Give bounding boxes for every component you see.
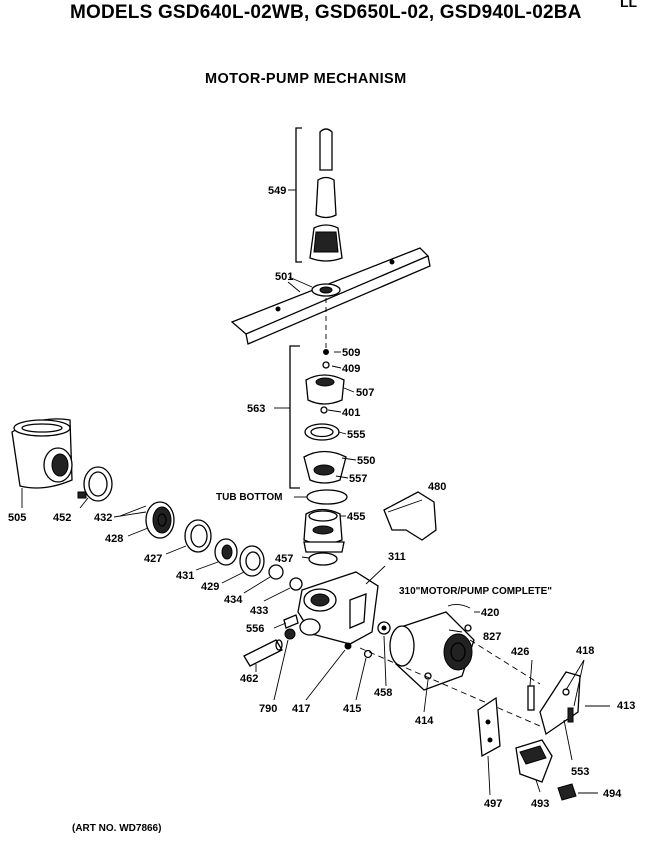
bracket-497-part[interactable] bbox=[477, 696, 501, 758]
part-509-screw bbox=[323, 349, 329, 355]
pump-housing-assembly[interactable] bbox=[274, 345, 347, 489]
spray-tower-part[interactable] bbox=[288, 127, 343, 263]
label-507: 507 bbox=[356, 387, 374, 399]
diagram-subtitle: MOTOR-PUMP MECHANISM bbox=[205, 71, 407, 87]
part-494[interactable] bbox=[557, 783, 577, 801]
label-420: 420 bbox=[481, 607, 499, 619]
pump-housing-311-part[interactable] bbox=[297, 565, 386, 645]
models-title: MODELS GSD640L-02WB, GSD650L-02, GSD940L… bbox=[70, 2, 582, 23]
label-431: 431 bbox=[176, 570, 194, 582]
label-409: 409 bbox=[342, 363, 360, 375]
label-480: 480 bbox=[428, 481, 446, 493]
label-557: 557 bbox=[349, 473, 367, 485]
part-415[interactable] bbox=[363, 649, 373, 659]
label-434: 434 bbox=[224, 594, 243, 606]
part-507-hub bbox=[305, 374, 345, 405]
part-409-washer bbox=[322, 361, 330, 369]
label-563: 563 bbox=[247, 403, 265, 415]
corner-code: LL bbox=[620, 0, 638, 10]
label-497: 497 bbox=[484, 798, 502, 810]
motor-pump-complete-label: 310"MOTOR/PUMP COMPLETE" bbox=[399, 586, 552, 597]
label-415: 415 bbox=[343, 703, 361, 715]
hose-462-part[interactable] bbox=[243, 639, 283, 667]
motor-310-part[interactable] bbox=[389, 611, 475, 691]
label-426: 426 bbox=[511, 646, 529, 658]
label-505: 505 bbox=[8, 512, 26, 524]
label-549: 549 bbox=[268, 185, 286, 197]
label-501: 501 bbox=[275, 271, 293, 283]
part-401 bbox=[320, 406, 328, 414]
label-428: 428 bbox=[105, 533, 123, 545]
bracket-426-part[interactable] bbox=[527, 671, 610, 736]
duct-480-part[interactable] bbox=[383, 491, 437, 541]
label-452: 452 bbox=[53, 512, 71, 524]
part-429[interactable] bbox=[239, 545, 265, 577]
label-414: 414 bbox=[415, 715, 434, 727]
label-433: 433 bbox=[250, 605, 268, 617]
wire-420-part[interactable] bbox=[447, 603, 471, 609]
label-790: 790 bbox=[259, 703, 277, 715]
label-432: 432 bbox=[94, 512, 112, 524]
label-494: 494 bbox=[603, 788, 622, 800]
label-553: 553 bbox=[571, 766, 589, 778]
part-433[interactable] bbox=[289, 577, 303, 591]
chamber-505-part[interactable] bbox=[11, 418, 73, 489]
label-427: 427 bbox=[144, 553, 162, 565]
label-458: 458 bbox=[374, 687, 392, 699]
label-493: 493 bbox=[531, 798, 549, 810]
label-429: 429 bbox=[201, 581, 219, 593]
gear-428-part[interactable] bbox=[119, 501, 175, 539]
label-418: 418 bbox=[576, 645, 594, 657]
label-413: 413 bbox=[617, 700, 635, 712]
tub-bottom-label: TUB BOTTOM bbox=[216, 492, 282, 503]
label-555: 555 bbox=[347, 429, 365, 441]
part-556[interactable] bbox=[283, 614, 299, 629]
impeller-part[interactable] bbox=[303, 508, 345, 566]
art-number: (ART NO. WD7866) bbox=[72, 823, 162, 834]
tub-bottom-ring bbox=[306, 489, 348, 505]
label-556: 556 bbox=[246, 623, 264, 635]
label-417: 417 bbox=[292, 703, 310, 715]
spray-arm-part[interactable] bbox=[230, 247, 431, 345]
label-455: 455 bbox=[347, 511, 365, 523]
part-555-ring bbox=[304, 423, 340, 441]
label-311: 311 bbox=[388, 551, 406, 563]
label-509: 509 bbox=[342, 347, 360, 359]
part-790[interactable] bbox=[284, 628, 296, 640]
part-417[interactable] bbox=[344, 642, 352, 650]
part-434[interactable] bbox=[268, 564, 284, 580]
label-550: 550 bbox=[357, 455, 375, 467]
label-462: 462 bbox=[240, 673, 258, 685]
label-457: 457 bbox=[275, 553, 293, 565]
label-827: 827 bbox=[483, 631, 501, 643]
clamp-452-part[interactable] bbox=[77, 466, 113, 502]
label-401: 401 bbox=[342, 407, 360, 419]
